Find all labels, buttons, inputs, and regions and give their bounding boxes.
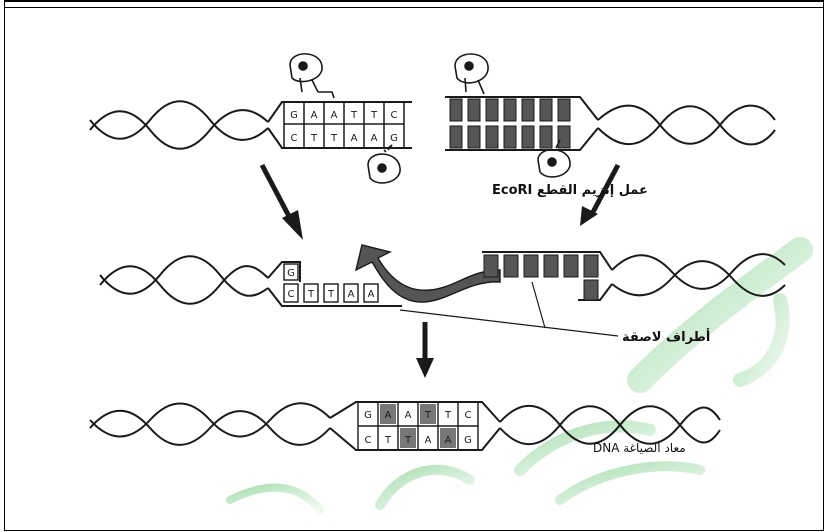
recombinant-dna-label: DNA معاد الصياغة <box>593 441 686 455</box>
base-letter: C <box>365 435 372 446</box>
ecori-label: عمل إنزيم القطع EcoRI <box>492 183 648 198</box>
arrow-down-left-icon <box>262 165 303 240</box>
base-letter: T <box>327 289 335 300</box>
base-letter: G <box>390 133 398 144</box>
base-letter: T <box>370 110 378 121</box>
recombinant-base-ladder <box>358 402 478 450</box>
top-left-base-ladder <box>284 102 404 148</box>
base-letter: A <box>348 289 355 300</box>
base-letter: G <box>364 410 372 421</box>
base-letter: A <box>368 289 375 300</box>
base-letter: G <box>464 435 472 446</box>
base-letter: T <box>384 435 392 446</box>
base-letter: C <box>391 110 398 121</box>
base-letter: C <box>288 289 295 300</box>
base-letter: A <box>425 435 432 446</box>
enzyme-icon <box>368 145 400 183</box>
base-letter: A <box>445 435 452 446</box>
base-letter: A <box>405 410 412 421</box>
base-letter: T <box>307 289 315 300</box>
base-letter: C <box>465 410 472 421</box>
base-letter: T <box>310 133 318 144</box>
base-letter: G <box>287 268 295 279</box>
base-letter: A <box>351 133 358 144</box>
middle-right-sticky-end <box>484 255 598 300</box>
enzyme-icon <box>290 54 334 98</box>
base-letter: A <box>331 110 338 121</box>
top-right-dark-bases <box>450 99 570 148</box>
middle-left-dna-helix <box>100 256 402 306</box>
base-letter: T <box>424 410 432 421</box>
sticky-ends-label: أطراف لاصقة <box>622 330 710 345</box>
enzyme-icon <box>455 54 488 94</box>
watermark <box>230 250 800 510</box>
base-letter: T <box>350 110 358 121</box>
base-letter: T <box>330 133 338 144</box>
base-letter: T <box>404 435 412 446</box>
base-letter: A <box>311 110 318 121</box>
base-letter: A <box>385 410 392 421</box>
base-letter: T <box>444 410 452 421</box>
arrow-down-icon <box>416 322 434 378</box>
base-letter: G <box>290 110 298 121</box>
base-letter: C <box>291 133 298 144</box>
base-letter: A <box>371 133 378 144</box>
